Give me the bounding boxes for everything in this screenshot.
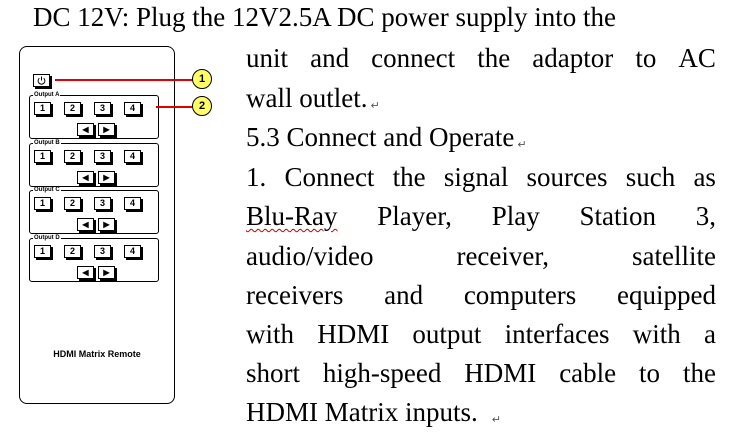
output-a-button-1: 1 bbox=[34, 102, 51, 115]
word: receivers bbox=[246, 280, 344, 310]
output-c-button-1: 1 bbox=[34, 197, 51, 210]
output-c-left-arrow-icon: ◀ bbox=[77, 218, 94, 231]
word: 1. bbox=[246, 162, 267, 192]
paragraph-mark-icon: ↵ bbox=[491, 413, 501, 426]
remote-control: Output A 1 2 3 4 ◀ ▶ Output B 1 2 3 4 ◀ … bbox=[19, 46, 175, 404]
output-a-left-arrow-icon: ◀ bbox=[77, 123, 94, 136]
text-line-9: with HDMI output interfaces with a bbox=[246, 318, 716, 350]
word: adaptor bbox=[532, 43, 614, 73]
word: Connect bbox=[284, 162, 375, 192]
output-b-right-arrow-icon: ▶ bbox=[98, 171, 115, 184]
output-c-right-arrow-icon: ▶ bbox=[98, 218, 115, 231]
output-a-right-arrow-icon: ▶ bbox=[98, 123, 115, 136]
output-d-left-arrow-icon: ◀ bbox=[77, 266, 94, 279]
output-b-group: Output B 1 2 3 4 ◀ ▶ bbox=[29, 140, 159, 187]
word: to bbox=[635, 43, 657, 73]
callout-2-line bbox=[156, 106, 192, 108]
output-b-button-2: 2 bbox=[64, 150, 81, 163]
word: satellite bbox=[632, 241, 716, 271]
word: high-speed bbox=[322, 358, 442, 388]
output-b-button-4: 4 bbox=[124, 150, 141, 163]
word: cable bbox=[559, 358, 617, 388]
word: sources bbox=[526, 162, 608, 192]
word: with bbox=[246, 319, 295, 349]
output-a-group: Output A 1 2 3 4 ◀ ▶ bbox=[29, 92, 159, 139]
word: unit bbox=[246, 43, 289, 73]
output-c-button-2: 2 bbox=[64, 197, 81, 210]
word: output bbox=[412, 319, 482, 349]
output-a-button-4: 4 bbox=[124, 102, 141, 115]
section-heading: 5.3 Connect and Operate↵ bbox=[246, 121, 527, 161]
word: 3, bbox=[695, 201, 716, 231]
output-d-group: Output D 1 2 3 4 ◀ ▶ bbox=[29, 235, 159, 282]
word: equipped bbox=[617, 280, 716, 310]
power-icon bbox=[37, 76, 46, 85]
output-c-label: Output C bbox=[33, 187, 61, 194]
word: Station bbox=[579, 201, 656, 231]
text-line-5: 1. Connect the signal sources such as bbox=[246, 161, 716, 193]
word: receiver, bbox=[456, 241, 550, 271]
word: and bbox=[310, 43, 350, 73]
output-a-button-3: 3 bbox=[94, 102, 111, 115]
word: interfaces bbox=[504, 319, 610, 349]
paragraph-mark-icon: ↵ bbox=[370, 99, 380, 112]
word: HDMI bbox=[464, 358, 537, 388]
output-d-button-3: 3 bbox=[94, 245, 111, 258]
output-b-label: Output B bbox=[33, 140, 61, 147]
text-line-6: Blu-Ray Player, Play Station 3, bbox=[246, 200, 716, 232]
output-d-button-4: 4 bbox=[124, 245, 141, 258]
output-c-button-3: 3 bbox=[94, 197, 111, 210]
power-button bbox=[33, 74, 50, 87]
text-line-8: receivers and computers equipped bbox=[246, 279, 716, 311]
word: Play bbox=[491, 201, 540, 231]
output-b-button-1: 1 bbox=[34, 150, 51, 163]
paragraph-mark-icon: ↵ bbox=[517, 138, 527, 151]
text-line-10: short high-speed HDMI cable to the bbox=[246, 357, 716, 389]
word-spellcheck: Blu-Ray bbox=[246, 201, 338, 231]
word: wall outlet. bbox=[246, 83, 368, 113]
word: Player, bbox=[377, 201, 452, 231]
output-a-label: Output A bbox=[33, 92, 61, 99]
word: to bbox=[639, 358, 661, 388]
word: HDMI Matrix inputs. bbox=[246, 397, 478, 427]
remote-title: HDMI Matrix Remote bbox=[53, 349, 141, 359]
callout-2: 2 bbox=[192, 96, 212, 116]
output-c-group: Output C 1 2 3 4 ◀ ▶ bbox=[29, 187, 159, 234]
word: with bbox=[632, 319, 681, 349]
output-b-button-3: 3 bbox=[94, 150, 111, 163]
word: audio/video bbox=[246, 241, 374, 271]
word: the bbox=[682, 358, 716, 388]
word: the bbox=[392, 162, 426, 192]
text-line-11: HDMI Matrix inputs. ↵ bbox=[246, 396, 501, 436]
output-c-button-4: 4 bbox=[124, 197, 141, 210]
text-line-7: audio/video receiver, satellite bbox=[246, 240, 716, 272]
text-line-2: unit and connect the adaptor to AC bbox=[246, 42, 716, 74]
word: a bbox=[704, 319, 716, 349]
output-a-button-2: 2 bbox=[64, 102, 81, 115]
output-d-label: Output D bbox=[33, 235, 61, 242]
heading-text: 5.3 Connect and Operate bbox=[246, 122, 515, 152]
callout-1: 1 bbox=[192, 69, 212, 89]
word: such bbox=[625, 162, 676, 192]
text-line-1: DC 12V: Plug the 12V2.5A DC power supply… bbox=[33, 2, 616, 32]
word: AC bbox=[678, 43, 716, 73]
word: HDMI bbox=[317, 319, 390, 349]
output-b-left-arrow-icon: ◀ bbox=[77, 171, 94, 184]
word: short bbox=[246, 358, 300, 388]
output-d-button-2: 2 bbox=[64, 245, 81, 258]
word: the bbox=[477, 43, 511, 73]
text-line-3: wall outlet.↵ bbox=[246, 82, 380, 122]
callout-1-line bbox=[55, 79, 193, 81]
word: computers bbox=[463, 280, 577, 310]
output-d-button-1: 1 bbox=[34, 245, 51, 258]
word: and bbox=[384, 280, 424, 310]
word: connect bbox=[371, 43, 456, 73]
word: signal bbox=[443, 162, 509, 192]
output-d-right-arrow-icon: ▶ bbox=[98, 266, 115, 279]
word: as bbox=[693, 162, 716, 192]
